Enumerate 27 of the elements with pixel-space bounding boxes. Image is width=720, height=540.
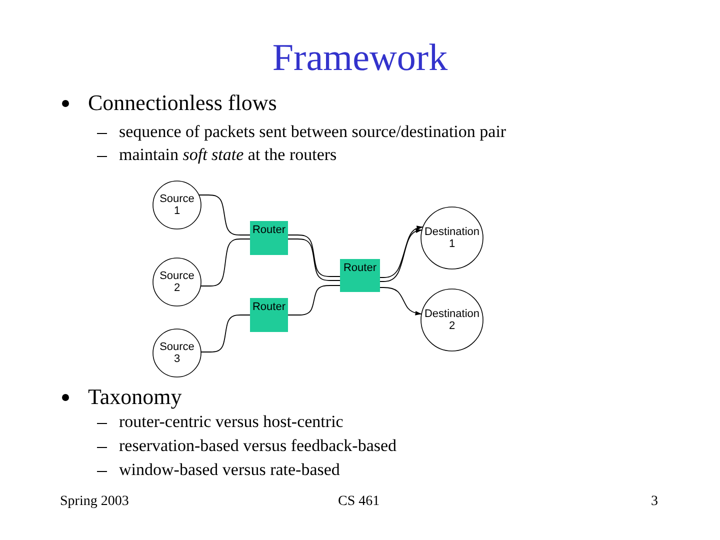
node-label: Router (252, 301, 286, 313)
footer-text: CS 461 (338, 494, 380, 510)
connector-line (200, 238, 250, 286)
footer-text: 3 (651, 494, 658, 510)
node-label: Router (343, 262, 377, 274)
connector-line (288, 285, 340, 316)
bullet-text: reservation-based versus feedback-based (119, 436, 397, 456)
bullet-text: Connectionless flows (88, 90, 277, 116)
node-label: Router (252, 224, 286, 236)
router-box (250, 298, 288, 332)
bullet-text: Taxonomy (88, 384, 182, 410)
bullet-text: router-centric versus host-centric (119, 412, 344, 432)
node-label: Source 1 (158, 193, 196, 217)
connector-line (198, 194, 250, 236)
bullet-text: sequence of packets sent between source/destination pair (119, 122, 506, 142)
node-label: Destination 2 (423, 308, 481, 332)
node-label: Source 2 (158, 270, 196, 294)
connector-line (200, 314, 250, 352)
node-label: Destination 1 (423, 226, 481, 250)
router-box (340, 259, 380, 292)
slide-title: Framework (271, 36, 449, 80)
router-box (250, 221, 288, 255)
bullet-text: maintain soft state at the routers (119, 145, 337, 165)
footer-text: Spring 2003 (60, 494, 129, 510)
node-label: Source 3 (158, 341, 196, 365)
arrow (380, 287, 422, 316)
bullet-text: window-based versus rate-based (119, 460, 340, 480)
